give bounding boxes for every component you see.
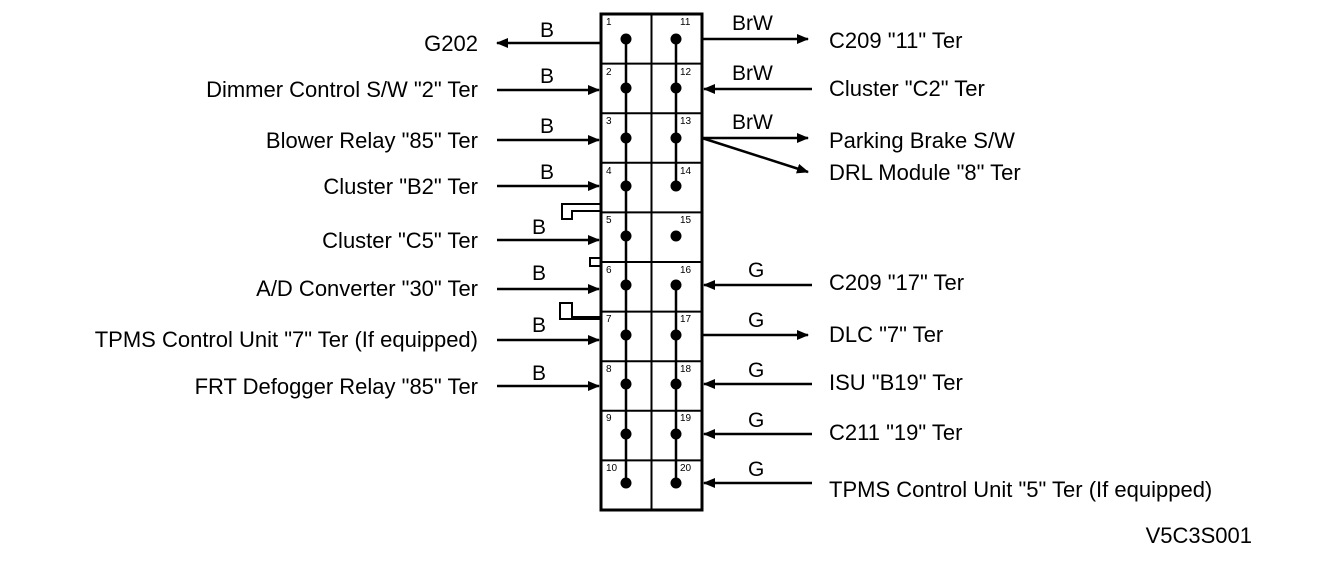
- wire-color: G: [748, 359, 764, 382]
- right-label: ISU "B19" Ter: [829, 370, 963, 395]
- right-label: DRL Module "8" Ter: [829, 160, 1021, 185]
- pin-number: 12: [680, 67, 692, 78]
- pin-number: 2: [606, 67, 612, 78]
- pin-dot: [670, 378, 682, 390]
- left-label: Cluster "C5" Ter: [322, 228, 478, 253]
- bracket-mark: [559, 302, 601, 320]
- pin-number: 18: [680, 364, 692, 375]
- right-label: TPMS Control Unit "5" Ter (If equipped): [829, 477, 1212, 502]
- right-connections: BrW C209 "11" Ter BrW Cluster "C2" Ter B…: [701, 12, 1212, 502]
- right-label: Cluster "C2" Ter: [829, 76, 985, 101]
- pin-dot: [670, 329, 682, 341]
- left-label: FRT Defogger Relay "85" Ter: [195, 374, 478, 399]
- pin-number: 7: [606, 314, 612, 325]
- pin-dot: [620, 378, 632, 390]
- pin-dot: [620, 329, 632, 341]
- right-label: DLC "7" Ter: [829, 322, 943, 347]
- right-label: C211 "19" Ter: [829, 420, 962, 445]
- pin-dot: [670, 180, 682, 192]
- pin-number: 3: [606, 116, 612, 127]
- wire-color: G: [748, 309, 764, 332]
- right-label: C209 "17" Ter: [829, 270, 964, 295]
- pin-dot: [670, 132, 682, 144]
- pin-number: 14: [680, 166, 692, 177]
- pin-dot: [670, 33, 682, 45]
- left-label: Blower Relay "85" Ter: [266, 128, 478, 153]
- right-label: Parking Brake S/W: [829, 128, 1015, 153]
- wire-color: B: [532, 216, 546, 239]
- left-label: A/D Converter "30" Ter: [256, 276, 478, 301]
- pin-dot: [620, 230, 632, 242]
- pin-dot: [670, 428, 682, 440]
- wire-color: B: [540, 65, 554, 88]
- pin-number: 10: [606, 463, 618, 474]
- pin-number: 4: [606, 166, 612, 177]
- pin-number: 6: [606, 265, 612, 276]
- left-label: Dimmer Control S/W "2" Ter: [206, 77, 478, 102]
- left-label: G202: [424, 31, 478, 56]
- connector-block: 1 2 3 4 5 6 7 8 9 10 11 12 13 14 15 16 1…: [559, 12, 704, 512]
- pin-dot: [620, 180, 632, 192]
- bracket-mark: [561, 203, 601, 220]
- wire-color: BrW: [732, 62, 773, 85]
- wire-color: G: [748, 259, 764, 282]
- pin-dot: [670, 279, 682, 291]
- wire-color: G: [748, 458, 764, 481]
- right-label: C209 "11" Ter: [829, 28, 962, 53]
- pin-number: 17: [680, 314, 692, 325]
- wire-arrow-out: [701, 136, 809, 174]
- pin-number: 8: [606, 364, 612, 375]
- pin-dot: [670, 230, 682, 242]
- pin-dot: [670, 477, 682, 489]
- pin-dot: [620, 82, 632, 94]
- wire-color: B: [540, 19, 554, 42]
- wire-color: B: [532, 262, 546, 285]
- pin-number: 1: [606, 17, 612, 28]
- bracket-mark: [589, 257, 602, 267]
- wire-color: G: [748, 409, 764, 432]
- pin-dot: [620, 279, 632, 291]
- figure-code: V5C3S001: [1146, 523, 1252, 548]
- left-connections: B G202 B Dimmer Control S/W "2" Ter B Bl…: [95, 19, 601, 399]
- pin-number: 5: [606, 215, 612, 226]
- left-label: Cluster "B2" Ter: [323, 174, 478, 199]
- wire-color: B: [540, 115, 554, 138]
- pin-number: 15: [680, 215, 692, 226]
- pin-dot: [620, 132, 632, 144]
- pin-dot: [670, 82, 682, 94]
- pin-number: 13: [680, 116, 692, 127]
- pin-dot: [620, 428, 632, 440]
- left-label: TPMS Control Unit "7" Ter (If equipped): [95, 327, 478, 352]
- pin-number: 20: [680, 463, 692, 474]
- pin-number: 16: [680, 265, 692, 276]
- wire-color: BrW: [732, 111, 773, 134]
- pin-number: 9: [606, 413, 612, 424]
- pin-number: 11: [680, 17, 691, 28]
- wire-color: B: [540, 161, 554, 184]
- pin-dot: [620, 477, 632, 489]
- wire-color: B: [532, 362, 546, 385]
- pin-dot: [620, 33, 632, 45]
- wire-color: B: [532, 314, 546, 337]
- wire-color: BrW: [732, 12, 773, 35]
- pin-number: 19: [680, 413, 692, 424]
